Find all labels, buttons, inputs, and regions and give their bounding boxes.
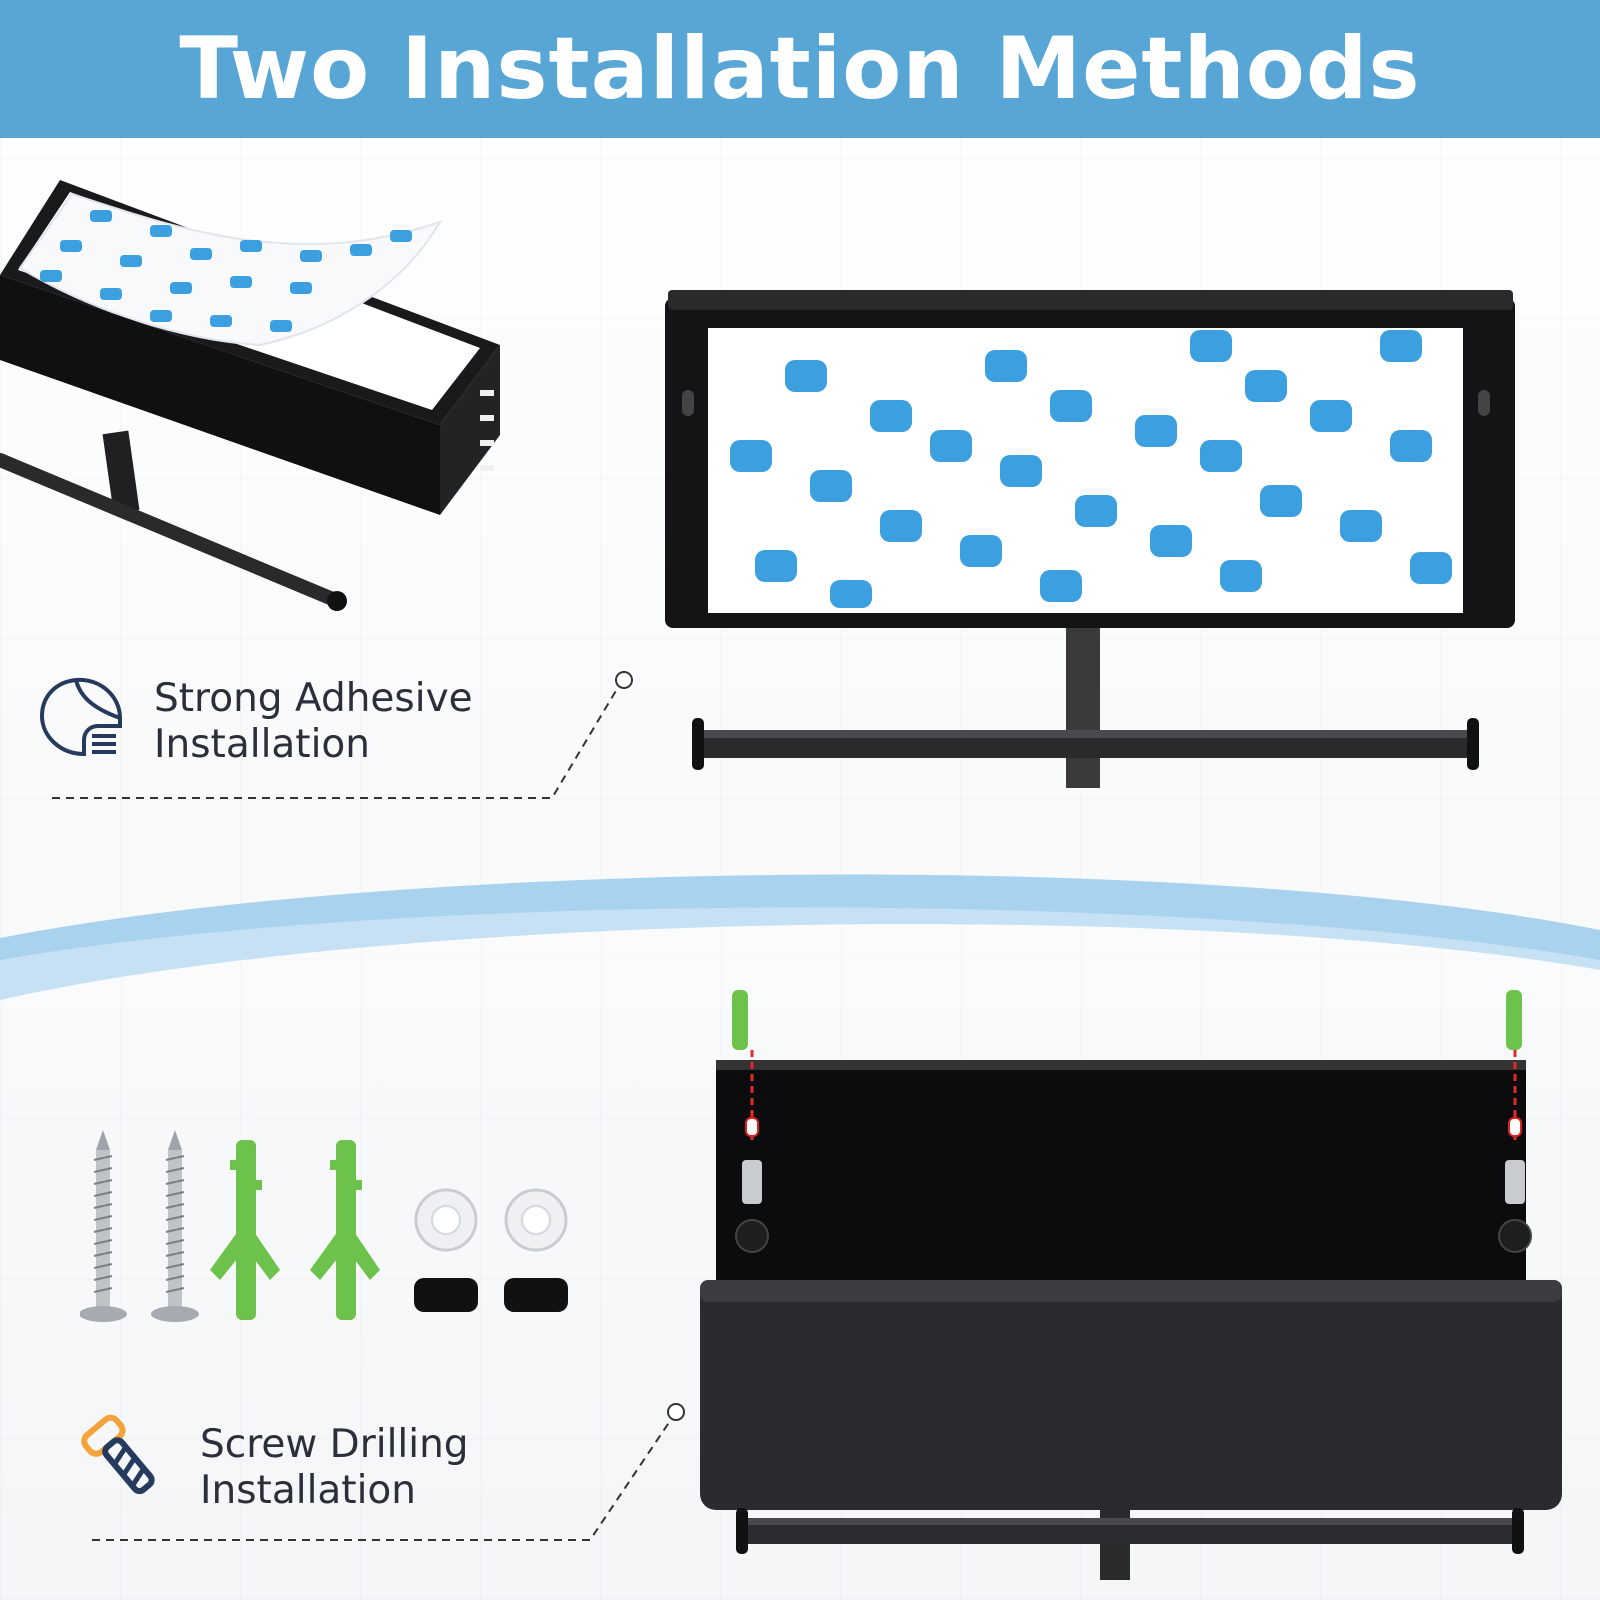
adhesive-sticker-icon xyxy=(40,677,122,757)
header-banner: Two Installation Methods xyxy=(0,0,1600,138)
screw-icon xyxy=(81,1414,155,1495)
page-title: Two Installation Methods xyxy=(179,19,1421,119)
adhesive-holder-front-image xyxy=(665,290,1515,788)
hardware-kit-image xyxy=(80,1130,568,1322)
screw-holder-image xyxy=(700,990,1562,1580)
screw-drilling-label-line2: Installation xyxy=(200,1468,417,1513)
strong-adhesive-label-line2: Installation xyxy=(154,722,371,767)
screw-drilling-label-line1: Screw Drilling xyxy=(200,1422,469,1467)
screw-drilling-label: Screw Drilling Installation xyxy=(200,1422,469,1514)
strong-adhesive-label-line1: Strong Adhesive xyxy=(154,676,473,721)
adhesive-holder-angled-image xyxy=(0,180,500,611)
strong-adhesive-label: Strong Adhesive Installation xyxy=(154,676,473,768)
wave-divider xyxy=(0,874,1600,1010)
